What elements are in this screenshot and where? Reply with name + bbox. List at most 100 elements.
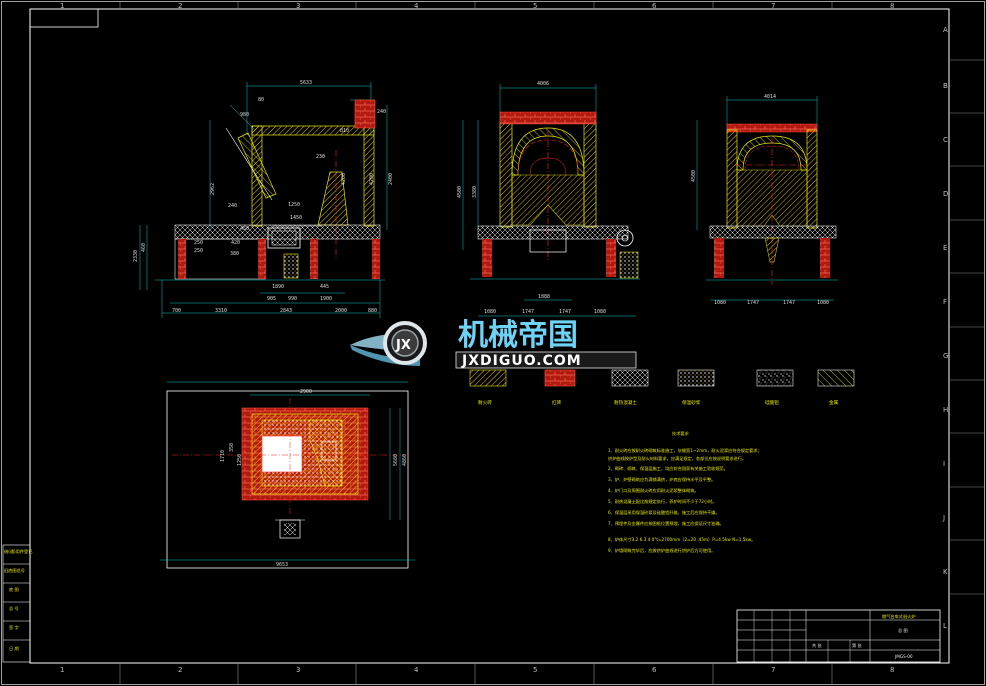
dim-side-left: 4500 [457,186,463,198]
technical-notes: 技术要求 1、耐火砖应按耐火砖砌筑标准施工，灰缝宽1~2mm，耐火泥浆应符合规定… [608,430,762,554]
legend-swatch [469,369,507,387]
grid-row-label: A [943,26,948,34]
dim-front-misc: 4200 [341,173,347,185]
side-view: 4006 1080 1747 1747 1080 1888 4500 3380 [457,81,640,317]
dim-side-top: 4006 [537,81,549,87]
legend-label: 耐火砖 [478,399,492,406]
dim-front-misc: 810 [340,128,349,134]
grid-columns-top [119,1,833,684]
grid-col-label: 5 [533,2,537,10]
grid-row-label: E [943,244,947,252]
legend-label: 金属 [829,399,839,406]
material-legend: 耐火砖 红砖 耐热混凝土 保温砂浆 硅酸铝 金属 [469,369,855,406]
dim-front-misc: 250 [194,248,203,254]
grid-col-label: 5 [533,666,537,674]
grid-rows-right: A B C D E F G H I J K L [942,26,984,630]
grid-col-label: 3 [296,2,300,10]
reg-label: 底 图 [9,586,19,593]
grid-row-label: L [943,622,947,630]
dim-plan-left: 350 [229,443,235,452]
reg-label: 借(通)用件登记 [4,548,33,555]
title-drawing-no: JMGS-00 [894,654,913,659]
dim-front-left: 460 [141,243,147,252]
legend-label: 红砖 [552,399,562,406]
dim-front-misc: 380 [230,251,239,257]
note-line: 7、预埋件及金属件应按图纸位置预埋，施工应保证尺寸准确。 [608,520,724,527]
title-block: 燃气台车式退火炉 总 图 JMGS-00 共 张 第 张 [736,609,941,663]
corner-stamp-box [29,8,99,28]
title-sheet-info: 共 张 [812,642,823,649]
title-scale: 总 图 [898,627,908,634]
dim-front-bottom: 880 [368,308,377,314]
grid-row-label: C [943,136,948,144]
dim-side-bottom: 1080 [594,309,606,315]
dim-end-bottom: 1747 [783,300,795,306]
dim-front-inner: 445 [320,284,329,290]
note-line: 6、保温层采用保温砂浆及硅酸铝纤维，施工后应保持干燥。 [608,509,720,516]
grid-col-label: 2 [178,2,182,10]
grid-col-label: 8 [890,666,894,674]
grid-col-labels-top: 1 2 3 4 5 6 7 8 [60,2,894,10]
note-line: 1、耐火砖应按耐火砖砌筑标准施工，灰缝宽1~2mm，耐火泥浆应符合规定要求； [608,447,762,454]
legend-swatch [677,369,715,387]
dim-side-inner: 1888 [538,294,550,300]
note-line: 8、炉体尺寸3.2 6.3 4 0°t=2700mm（2=20 .45m）P=4… [608,536,755,543]
dim-front-left: 980 [240,112,249,118]
dim-plan-left: 1250 [237,454,243,466]
grid-col-label: 7 [771,2,775,10]
dim-front-misc: 80 [258,97,264,103]
grid-row-label: J [942,514,945,522]
grid-col-label: 6 [652,666,657,674]
dim-plan-right: 5680 [393,454,399,466]
dim-front-misc: 230 [316,154,325,160]
grid-col-label: 7 [771,666,775,674]
grid-col-label: 4 [414,2,419,10]
dim-front-misc: 1450 [290,215,302,221]
legend-swatch [756,369,794,387]
dim-plan-left: 1710 [220,450,226,462]
watermark-badge: JX [395,338,411,353]
grid-row-label: B [943,82,948,90]
note-line: 2、砌砖、砌筑、保温层施工，均应符合国家有关施工验收规范。 [608,465,728,472]
dim-side-bottom: 1747 [559,309,571,315]
dim-front-misc: 420 [231,240,240,246]
dim-front-misc: 250 [194,240,203,246]
grid-row-label: K [943,568,948,576]
dim-front-inner: 990 [288,296,297,302]
dim-front-misc: 1250 [288,202,300,208]
dim-front-misc: 240 [377,109,386,115]
dim-front-left: 2330 [133,250,139,262]
dim-front-misc: 450 [240,226,249,232]
note-line: 3、炉、炉壁砌筑应为满铺满挤，炉底应保持水平及平整。 [608,476,715,483]
grid-col-label: 8 [890,2,894,10]
grid-col-label: 1 [60,2,64,10]
dim-front-inner: 1890 [272,284,284,290]
note-line: 烘炉曲线按炉型及耐火材料要求，应满足规定，各部位应按说明要求进行。 [608,455,746,462]
grid-row-label: I [943,460,945,468]
notes-title: 技术要求 [672,430,690,437]
grid-col-labels-bottom: 1 2 3 4 5 6 7 8 [60,666,894,674]
dim-front-top: 5633 [300,80,312,86]
title-name: 燃气台车式退火炉 [882,613,916,620]
dim-side-bottom: 1080 [484,309,496,315]
grid-col-label: 3 [296,666,300,674]
dim-front-bottom: 3310 [215,308,227,314]
title-sheet-info: 第 张 [852,642,863,649]
grid-row-label: F [943,298,947,306]
grid-row-label: D [943,190,948,198]
inner-border [29,8,950,664]
legend-swatch [611,369,649,387]
plan-view: 2900 9653 1710 350 1250 5680 4860 [160,381,415,569]
dim-front-inner: 1900 [320,296,332,302]
legend-label: 硅酸铝 [765,399,779,406]
note-line: 5、耐热混凝土配比按规定执行，养护时间不少于72小时。 [608,498,717,505]
reg-label: 旧底图总号 [4,567,25,574]
dim-end-bottom: 1747 [747,300,759,306]
watermark-english: JXDIGUO.COM [461,353,582,369]
dim-end-bottom: 1080 [817,300,829,306]
legend-label: 保温砂浆 [682,399,701,406]
left-registration-block: 借(通)用件登记 旧底图总号 底 图 总 号 签 字 日 期 [2,544,33,663]
legend-label: 耐热混凝土 [614,399,637,406]
end-view: 4014 1080 1747 1747 1080 4500 [691,94,838,306]
reg-label: 签 字 [9,624,19,630]
